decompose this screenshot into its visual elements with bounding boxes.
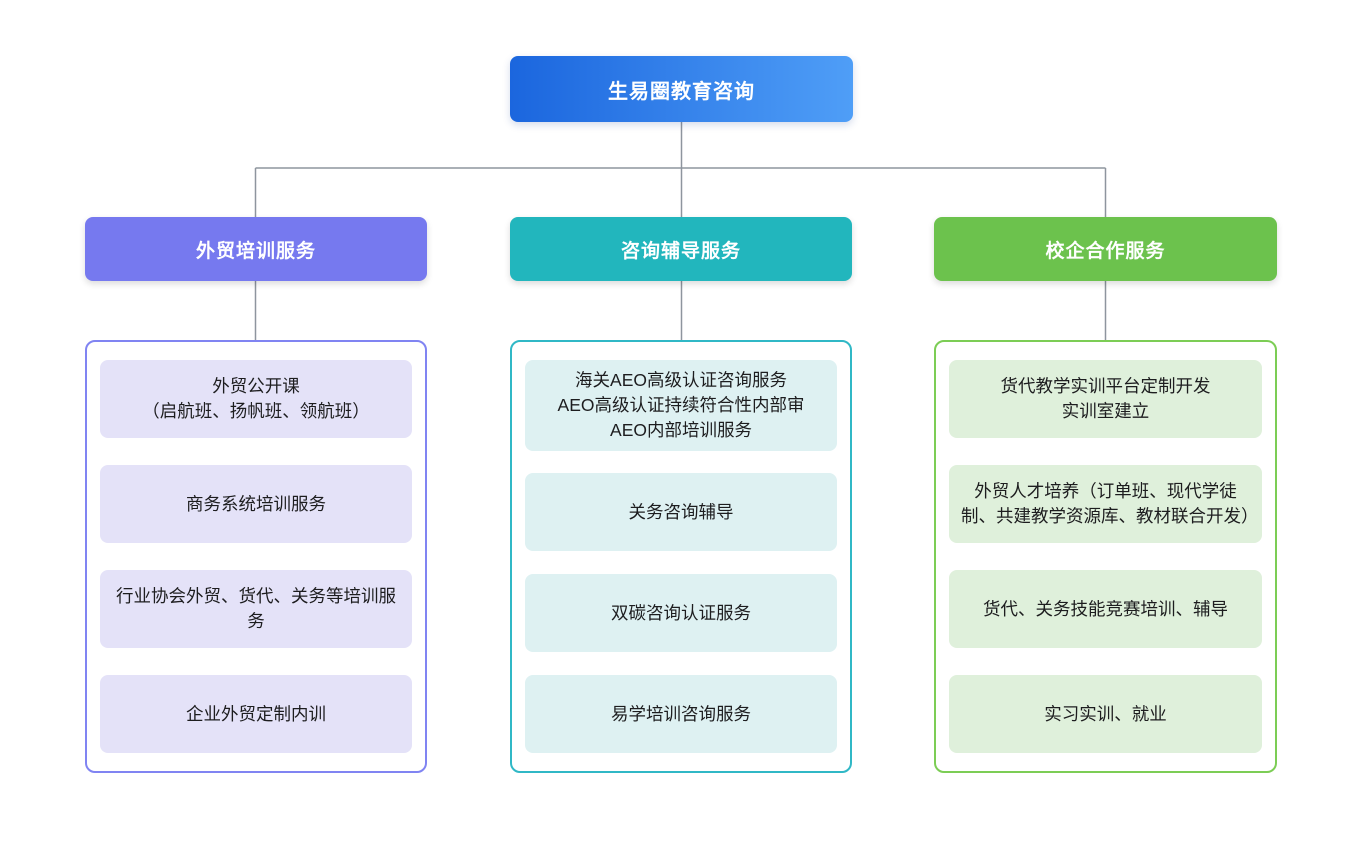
- branch-school-enterprise-cooperation: 校企合作服务 货代教学实训平台定制开发 实训室建立 外贸人才培养（订单班、现代学…: [934, 217, 1277, 773]
- branch-header: 校企合作服务: [934, 217, 1277, 281]
- service-node: 关务咨询辅导: [525, 473, 837, 552]
- branch-title: 咨询辅导服务: [620, 240, 741, 262]
- service-node: 实习实训、就业: [949, 675, 1262, 753]
- service-node: 货代教学实训平台定制开发 实训室建立: [949, 360, 1262, 438]
- branch-header: 外贸培训服务: [85, 217, 427, 281]
- service-node: 易学培训咨询服务: [525, 674, 837, 753]
- service-node: 商务系统培训服务: [100, 465, 412, 543]
- service-node: 外贸公开课 （启航班、扬帆班、领航班）: [100, 360, 412, 438]
- service-node: 行业协会外贸、货代、关务等培训服务: [100, 570, 412, 648]
- service-node: 外贸人才培养（订单班、现代学徒制、共建教学资源库、教材联合开发）: [949, 465, 1262, 543]
- branch-consulting-coaching: 咨询辅导服务 海关AEO高级认证咨询服务 AEO高级认证持续符合性内部审 AEO…: [510, 217, 852, 773]
- service-node: 双碳咨询认证服务: [525, 574, 837, 653]
- branch-items-container: 货代教学实训平台定制开发 实训室建立 外贸人才培养（订单班、现代学徒制、共建教学…: [934, 340, 1277, 773]
- branch-header: 咨询辅导服务: [510, 217, 852, 281]
- service-node: 货代、关务技能竞赛培训、辅导: [949, 570, 1262, 648]
- root-node-label: 生易圈教育咨询: [608, 80, 755, 103]
- branch-items-container: 海关AEO高级认证咨询服务 AEO高级认证持续符合性内部审 AEO内部培训服务 …: [510, 340, 852, 773]
- branch-title: 外贸培训服务: [195, 240, 316, 262]
- branch-title: 校企合作服务: [1045, 240, 1166, 262]
- service-node: 海关AEO高级认证咨询服务 AEO高级认证持续符合性内部审 AEO内部培训服务: [525, 360, 837, 451]
- branch-foreign-trade-training: 外贸培训服务 外贸公开课 （启航班、扬帆班、领航班） 商务系统培训服务 行业协会…: [85, 217, 427, 773]
- branch-items-container: 外贸公开课 （启航班、扬帆班、领航班） 商务系统培训服务 行业协会外贸、货代、关…: [85, 340, 427, 773]
- root-node: 生易圈教育咨询: [510, 56, 853, 122]
- service-node: 企业外贸定制内训: [100, 675, 412, 753]
